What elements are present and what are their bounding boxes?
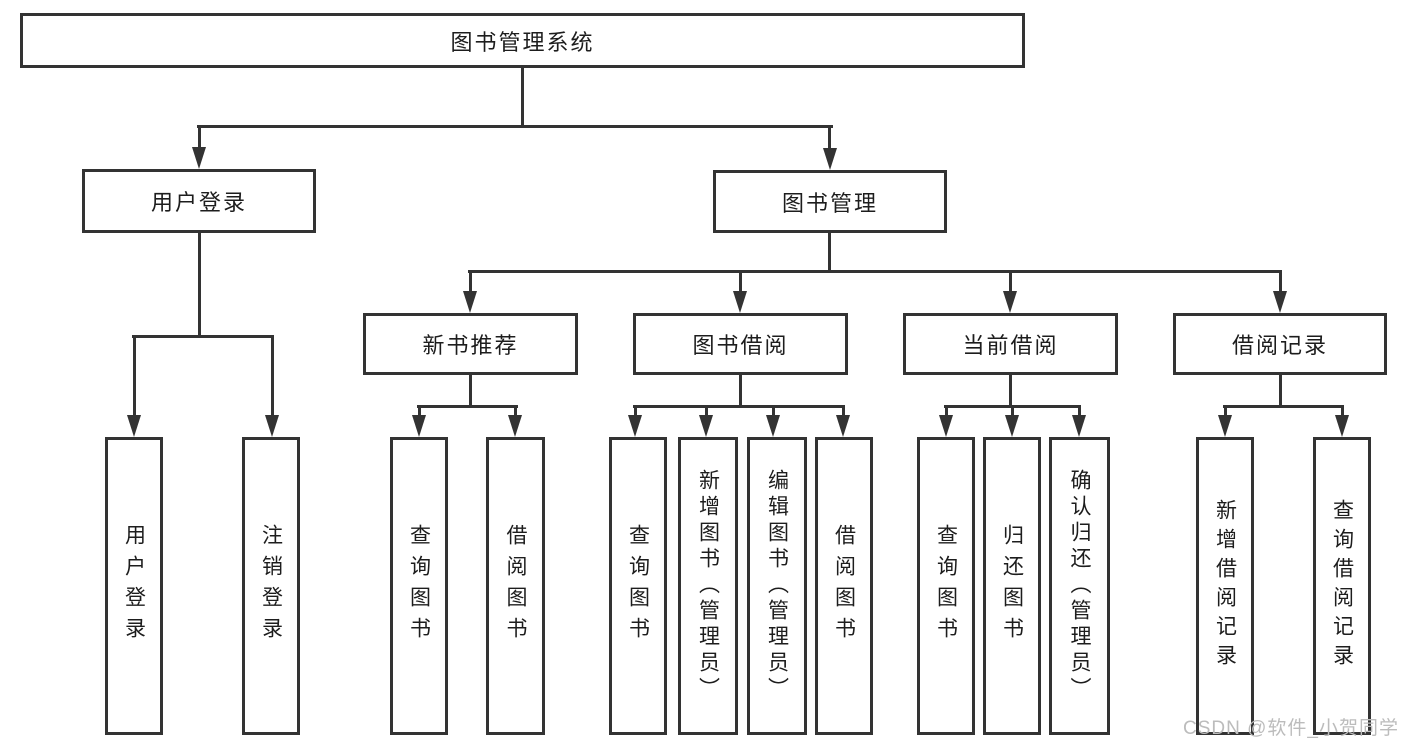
leaf-logout-login-label: 注销登录 (259, 524, 283, 648)
node-current-borrowing: 当前借阅 (903, 313, 1118, 375)
node-current-borrowing-label: 当前借阅 (962, 333, 1059, 358)
arrow-down-icon (1273, 291, 1287, 313)
connector-book-management-stem-line (828, 233, 831, 273)
leaf-return-books-label: 归还图书 (1000, 524, 1024, 648)
leaf-query-books-borrowing: 查询图书 (609, 437, 667, 735)
leaf-query-books-recommend-label: 查询图书 (407, 524, 431, 648)
connector-leaf-drop-line (1078, 405, 1081, 419)
connector-book-borrowing-rail-line (633, 405, 845, 408)
leaf-add-borrow-record-label: 新增借阅记录 (1213, 499, 1237, 673)
node-borrowing-records: 借阅记录 (1173, 313, 1387, 375)
arrow-down-icon (1072, 415, 1086, 437)
connector-leaf-drop-line (945, 405, 948, 419)
node-new-book-recommend-label: 新书推荐 (422, 333, 519, 358)
csdn-watermark: CSDN @软件_小贺同学 (1183, 718, 1399, 739)
leaf-query-books-current-label: 查询图书 (934, 524, 958, 648)
leaf-edit-books-admin-label: 编辑图书（管理员） (765, 469, 789, 703)
arrow-down-icon (1335, 415, 1349, 437)
leaf-borrow-books-recommend: 借阅图书 (486, 437, 545, 735)
arrow-down-icon (508, 415, 522, 437)
connector-leaf-drop-line (514, 405, 517, 419)
arrow-down-icon (192, 147, 206, 169)
connector-borrowing-records-stem-line (1279, 374, 1282, 408)
arrow-down-icon (265, 415, 279, 437)
node-user-login-label: 用户登录 (150, 190, 247, 215)
arrow-down-icon (699, 415, 713, 437)
leaf-add-books-admin-label: 新增图书（管理员） (696, 469, 720, 703)
leaf-add-borrow-record: 新增借阅记录 (1196, 437, 1254, 735)
connector-leaf-drop-line (772, 405, 775, 419)
arrow-down-icon (733, 291, 747, 313)
arrow-down-icon (412, 415, 426, 437)
node-borrowing-records-label: 借阅记录 (1231, 333, 1328, 358)
arrow-down-icon (1005, 415, 1019, 437)
leaf-confirm-return-admin: 确认归还（管理员） (1049, 437, 1110, 735)
connector-level2-rail-line (197, 125, 833, 128)
leaf-edit-books-admin: 编辑图书（管理员） (747, 437, 807, 735)
node-book-management-label: 图书管理 (781, 190, 878, 216)
leaf-confirm-return-admin-label: 确认归还（管理员） (1068, 469, 1091, 703)
connector-current-borrowing-drop-line (1009, 270, 1012, 295)
leaf-query-books-current: 查询图书 (917, 437, 975, 735)
leaf-query-borrow-record: 查询借阅记录 (1313, 437, 1371, 735)
arrow-down-icon (1003, 291, 1017, 313)
connector-user-login-rail-line (132, 335, 274, 338)
connector-level3-rail-line (468, 270, 1282, 273)
leaf-borrow-books-borrowing-label: 借阅图书 (832, 524, 856, 648)
arrow-down-icon (939, 415, 953, 437)
connector-current-borrowing-stem-line (1009, 374, 1012, 408)
leaf-user-login: 用户登录 (105, 437, 163, 735)
arrow-down-icon (1218, 415, 1232, 437)
leaf-add-books-admin: 新增图书（管理员） (678, 437, 738, 735)
connector-new-book-rail-line (417, 405, 518, 408)
node-book-borrowing-label: 图书借阅 (692, 333, 789, 358)
leaf-borrow-books-recommend-label: 借阅图书 (504, 524, 527, 648)
arrow-down-icon (463, 291, 477, 313)
connector-book-management-drop-line (828, 125, 831, 151)
arrow-down-icon (766, 415, 780, 437)
connector-leaf-drop-line (1224, 405, 1227, 419)
connector-borrowing-records-drop-line (1279, 270, 1282, 295)
arrow-down-icon (628, 415, 642, 437)
connector-book-borrowing-drop-line (739, 270, 742, 295)
connector-leaf-logout-drop-line (271, 335, 274, 419)
connector-leaf-drop-line (1341, 405, 1344, 419)
connector-leaf-drop-line (1011, 405, 1014, 419)
connector-user-login-drop-line (198, 125, 201, 151)
connector-book-borrowing-stem-line (739, 374, 742, 408)
node-new-book-recommend: 新书推荐 (363, 313, 578, 375)
node-book-borrowing: 图书借阅 (633, 313, 848, 375)
connector-leaf-drop-line (705, 405, 708, 419)
connector-borrowing-records-rail-line (1223, 405, 1344, 408)
leaf-user-login-label: 用户登录 (122, 524, 146, 648)
node-root-label: 图书管理系统 (450, 29, 595, 55)
node-root: 图书管理系统 (20, 13, 1025, 68)
leaf-query-books-borrowing-label: 查询图书 (626, 524, 650, 648)
node-book-management: 图书管理 (713, 170, 947, 233)
arrow-down-icon (127, 415, 141, 437)
leaf-borrow-books-borrowing: 借阅图书 (815, 437, 873, 735)
connector-root-stem-line (521, 68, 524, 128)
connector-leaf-drop-line (842, 405, 845, 419)
connector-user-login-stem-line (198, 233, 201, 338)
arrow-down-icon (836, 415, 850, 437)
node-user-login: 用户登录 (82, 169, 316, 233)
leaf-query-borrow-record-label: 查询借阅记录 (1330, 499, 1354, 673)
leaf-query-books-recommend: 查询图书 (390, 437, 448, 735)
connector-leaf-drop-line (634, 405, 637, 419)
leaf-logout-login: 注销登录 (242, 437, 300, 735)
connector-leaf-login-drop-line (133, 335, 136, 419)
connector-new-book-stem-line (469, 374, 472, 408)
connector-leaf-drop-line (418, 405, 421, 419)
arrow-down-icon (823, 148, 837, 170)
leaf-return-books: 归还图书 (983, 437, 1041, 735)
connector-new-book-drop-line (469, 270, 472, 295)
